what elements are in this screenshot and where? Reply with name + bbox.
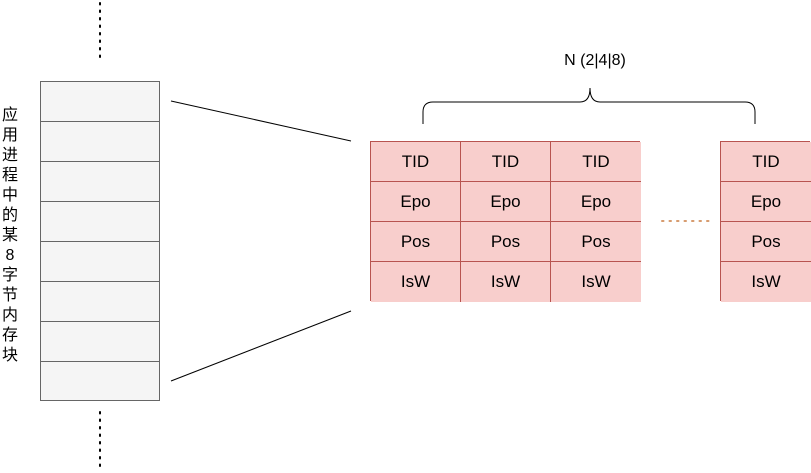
side-label-char: 内 bbox=[1, 307, 18, 324]
memory-block-row bbox=[41, 82, 159, 122]
field-cell-tid: TID bbox=[551, 142, 641, 182]
side-label-char: 应 bbox=[1, 107, 18, 124]
field-cell-pos: Pos bbox=[551, 222, 641, 262]
memory-block-row bbox=[41, 202, 159, 242]
field-cell-tid: TID bbox=[721, 142, 811, 182]
side-label-char: 节 bbox=[1, 287, 18, 304]
field-cell-epo: Epo bbox=[721, 182, 811, 222]
side-label-char: 某 bbox=[1, 227, 18, 244]
memory-block bbox=[40, 81, 160, 401]
side-label-char: 进 bbox=[1, 147, 18, 164]
field-cell-pos: Pos bbox=[721, 222, 811, 262]
field-cell-epo: Epo bbox=[461, 182, 551, 222]
field-cell-pos: Pos bbox=[461, 222, 551, 262]
n-brace bbox=[422, 87, 756, 124]
memory-block-row bbox=[41, 282, 159, 322]
memory-block-row bbox=[41, 322, 159, 362]
side-label-char: 中 bbox=[1, 187, 18, 204]
memory-block-row bbox=[41, 162, 159, 202]
side-label-char: 存 bbox=[1, 327, 18, 344]
side-label-char: 8 bbox=[5, 247, 15, 264]
field-cell-tid: TID bbox=[461, 142, 551, 182]
field-cell-isw: IsW bbox=[371, 262, 461, 302]
field-cell-isw: IsW bbox=[721, 262, 811, 302]
memory-block-row bbox=[41, 122, 159, 162]
side-label-char: 用 bbox=[1, 127, 18, 144]
field-cell-pos: Pos bbox=[371, 222, 461, 262]
field-cell-tid: TID bbox=[371, 142, 461, 182]
memory-block-row bbox=[41, 362, 159, 402]
side-label-char: 字 bbox=[1, 267, 18, 284]
side-label-char: 的 bbox=[1, 207, 18, 224]
side-vertical-label: 应用进程中的某 8 字节内存块 bbox=[0, 106, 20, 366]
field-cell-epo: Epo bbox=[551, 182, 641, 222]
field-cell-isw: IsW bbox=[461, 262, 551, 302]
side-label-char: 程 bbox=[1, 167, 18, 184]
n-count-label: N (2|4|8) bbox=[564, 52, 626, 69]
zoom-line-top bbox=[170, 100, 352, 142]
memory-block-row bbox=[41, 242, 159, 282]
side-label-char: 块 bbox=[1, 347, 18, 364]
field-cell-epo: Epo bbox=[371, 182, 461, 222]
field-cell-isw: IsW bbox=[551, 262, 641, 302]
zoom-line-bottom bbox=[170, 310, 352, 382]
